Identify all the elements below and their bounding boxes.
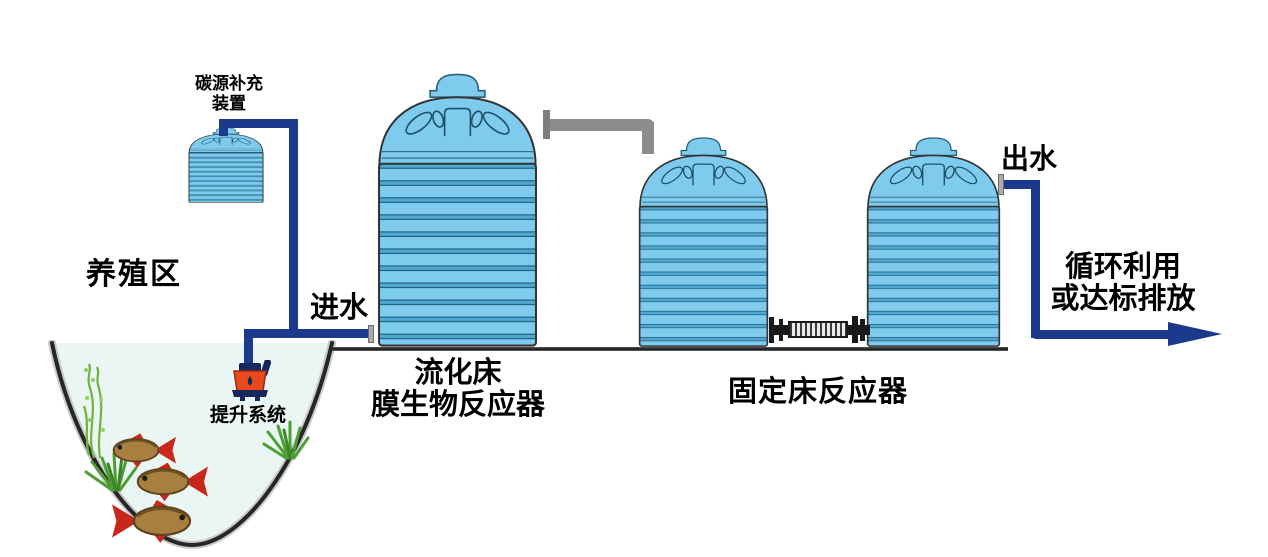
discharge-label-line1: 循环利用 [1064,249,1181,283]
connector-flange [769,317,774,343]
fixed-bed-reactor-tank-1 [638,133,769,348]
carbon-pipe-vertical [289,119,298,338]
fluidized-bed-reactor-tank [377,68,538,348]
carbon-source-tank [188,126,264,203]
carbon-device-label-line2: 装置 [212,94,246,114]
pump-riser-pipe [244,329,253,367]
connector-flange [779,319,783,341]
outlet-flange [998,174,1004,195]
carbon-pipe-horizontal [219,119,298,128]
gray-pipe-horizontal [550,119,654,131]
carbon-device-label: 碳源补充 装置 [159,74,299,114]
fixed-bed-reactor-label: 固定床反应器 [728,374,909,408]
lift-pump-icon [232,360,272,401]
inlet-pipe [244,329,370,338]
fluidized-bed-label-line1: 流化床 [414,355,502,389]
discharge-pipe [1031,330,1170,339]
discharge-label-line2: 或达标排放 [1050,281,1196,315]
outlet-pipe-vertical [1031,180,1040,338]
outlet-label: 出水 [1001,142,1058,175]
outlet-pipe-top [1004,180,1040,189]
fluidized-bed-reactor-label: 流化床 膜生物反应器 [352,356,564,420]
aquaculture-area-label: 养殖区 [86,257,182,292]
grass-right-icon [262,420,310,460]
gray-pipe-vertical [642,122,654,154]
gray-pipe-flange [543,110,550,139]
connector-ribbed-section [788,321,848,338]
discharge-label: 循环利用 或达标排放 [1033,250,1213,314]
pond-outline [50,341,334,548]
seaweed-icon [82,363,105,459]
inlet-flange [368,325,374,343]
grass-left-icon [84,452,138,492]
connector-flange [860,319,865,341]
aquaculture-pond [48,340,336,550]
connector-flange [852,316,858,343]
inlet-label: 进水 [310,290,369,324]
lift-system-label: 提升系统 [210,404,287,426]
discharge-arrow-icon [1168,322,1222,346]
ground-line [332,347,1008,351]
carbon-device-label-line1: 碳源补充 [195,74,263,94]
fixed-bed-reactor-tank-2 [866,133,1001,348]
fluidized-bed-label-line2: 膜生物反应器 [370,387,545,421]
